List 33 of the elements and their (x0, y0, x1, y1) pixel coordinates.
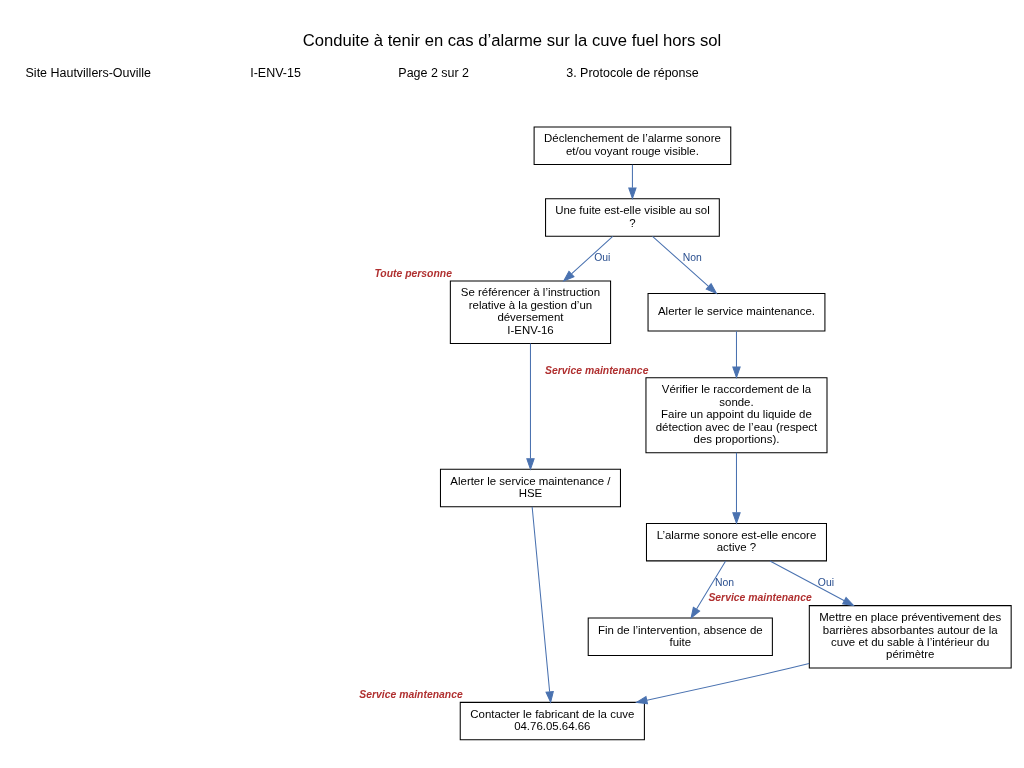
edge-label: Oui (817, 576, 835, 588)
node-box: Fin de l’intervention, absence de fuite (587, 617, 773, 657)
node-box: Se référencer à l’instruction relative à la gestion d’un déversement I-ENV-16 (449, 280, 612, 344)
node-box: Vérifier le raccordement de la sonde. Faire un appoint du liquide de détection avec de l’eau (respect des proportions). (645, 377, 828, 454)
node-label: Service maintenance (708, 592, 812, 604)
edge-label: Non (714, 576, 735, 588)
arrow (531, 506, 554, 704)
edge-label: Oui (594, 252, 611, 264)
node-box: L’alarme sonore est-elle encore active ? (645, 522, 827, 562)
diagram-title: Conduite à tenir en cas d’alarme sur la cuve fuel hors sol (302, 30, 722, 50)
label: Page 2 sur 2 (398, 66, 470, 81)
label: Site Hautvillers-Ouville (25, 66, 151, 81)
node-box: Mettre en place préventivement des barrières absorbantes autour de la cuve et du sable à l’intérieur du périmètre (808, 605, 1012, 669)
node-box: Contacter le fabricant de la cuve 04.76.05.64.66 (459, 701, 645, 741)
node-label: Service maintenance (359, 689, 463, 701)
arrow (690, 560, 727, 620)
label: 3. Protocole de réponse (566, 66, 699, 81)
label: I-ENV-15 (250, 66, 301, 81)
arrow (769, 560, 855, 607)
arrow (562, 235, 614, 283)
arrow (635, 663, 810, 705)
edge-label: Non (682, 252, 702, 264)
arrow (732, 452, 741, 525)
arrow (628, 164, 637, 200)
node-box: Alerter le service maintenance / HSE (439, 468, 621, 508)
arrow (651, 235, 718, 295)
node-box: Une fuite est-elle visible au sol ? (545, 198, 720, 237)
node-label: Service maintenance (545, 364, 649, 376)
arrow (732, 330, 741, 380)
node-label: Toute personne (374, 267, 452, 279)
node-box: Déclenchement de l’alarme sonore et/ou voyant rouge visible. (533, 126, 732, 165)
arrow (526, 343, 535, 471)
node-box: Alerter le service maintenance. (647, 292, 826, 332)
